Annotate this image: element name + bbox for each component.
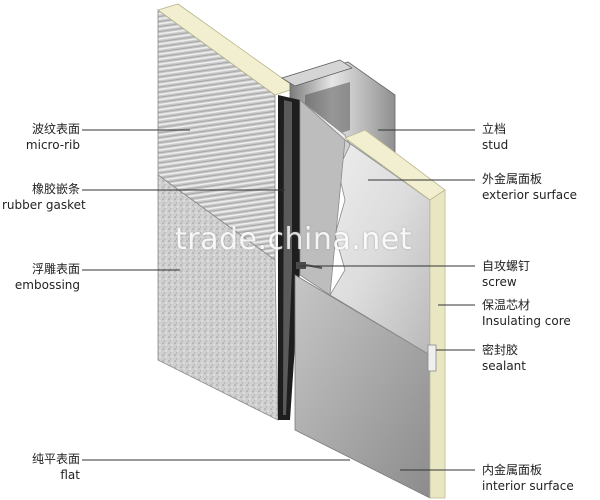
leader-lines xyxy=(82,129,475,471)
label-insulating-core-cn: 保温芯材 xyxy=(482,298,531,312)
label-stud-en: stud xyxy=(482,138,509,152)
label-screw: 自攻螺钉 screw xyxy=(482,258,530,290)
label-interior-surface-en: interior surface xyxy=(482,479,574,493)
stud-top xyxy=(281,59,353,87)
label-micro-rib-cn: 波纹表面 xyxy=(31,122,80,136)
label-screw-en: screw xyxy=(482,275,517,289)
label-rubber-gasket-cn: 橡胶嵌条 xyxy=(31,182,80,196)
label-rubber-gasket: 橡胶嵌条 rubber gasket xyxy=(2,181,86,213)
label-exterior-surface-en: exterior surface xyxy=(482,188,578,202)
label-exterior-surface-cn: 外金属面板 xyxy=(482,172,543,186)
label-interior-surface: 内金属面板 interior surface xyxy=(482,462,574,494)
label-insulating-core: 保温芯材 Insulating core xyxy=(482,297,571,329)
label-embossing-cn: 浮雕表面 xyxy=(31,262,80,276)
label-insulating-core-en: Insulating core xyxy=(482,314,571,328)
label-stud-cn: 立档 xyxy=(482,122,507,136)
label-flat-en: flat xyxy=(60,468,80,482)
label-interior-surface-cn: 内金属面板 xyxy=(482,463,543,477)
label-stud: 立档 stud xyxy=(482,121,508,153)
label-sealant: 密封胶 sealant xyxy=(482,342,526,374)
label-micro-rib-en: micro-rib xyxy=(25,138,80,152)
label-micro-rib: 波纹表面 micro-rib xyxy=(4,121,80,153)
label-screw-cn: 自攻螺钉 xyxy=(482,259,531,273)
gasket-highlight xyxy=(283,100,292,415)
label-flat-cn: 纯平表面 xyxy=(31,452,80,466)
label-embossing-en: embossing xyxy=(14,278,80,292)
label-exterior-surface: 外金属面板 exterior surface xyxy=(482,171,577,203)
label-sealant-cn: 密封胶 xyxy=(482,343,519,357)
sealant xyxy=(427,344,437,372)
label-embossing: 浮雕表面 embossing xyxy=(4,261,80,293)
watermark: trade.china.net xyxy=(175,222,413,257)
label-sealant-en: sealant xyxy=(482,359,526,373)
insulating-core-edge xyxy=(429,189,446,499)
exterior-inner-panel xyxy=(299,99,346,296)
label-flat: 纯平表面 flat xyxy=(4,451,80,483)
label-rubber-gasket-en: rubber gasket xyxy=(2,198,86,212)
